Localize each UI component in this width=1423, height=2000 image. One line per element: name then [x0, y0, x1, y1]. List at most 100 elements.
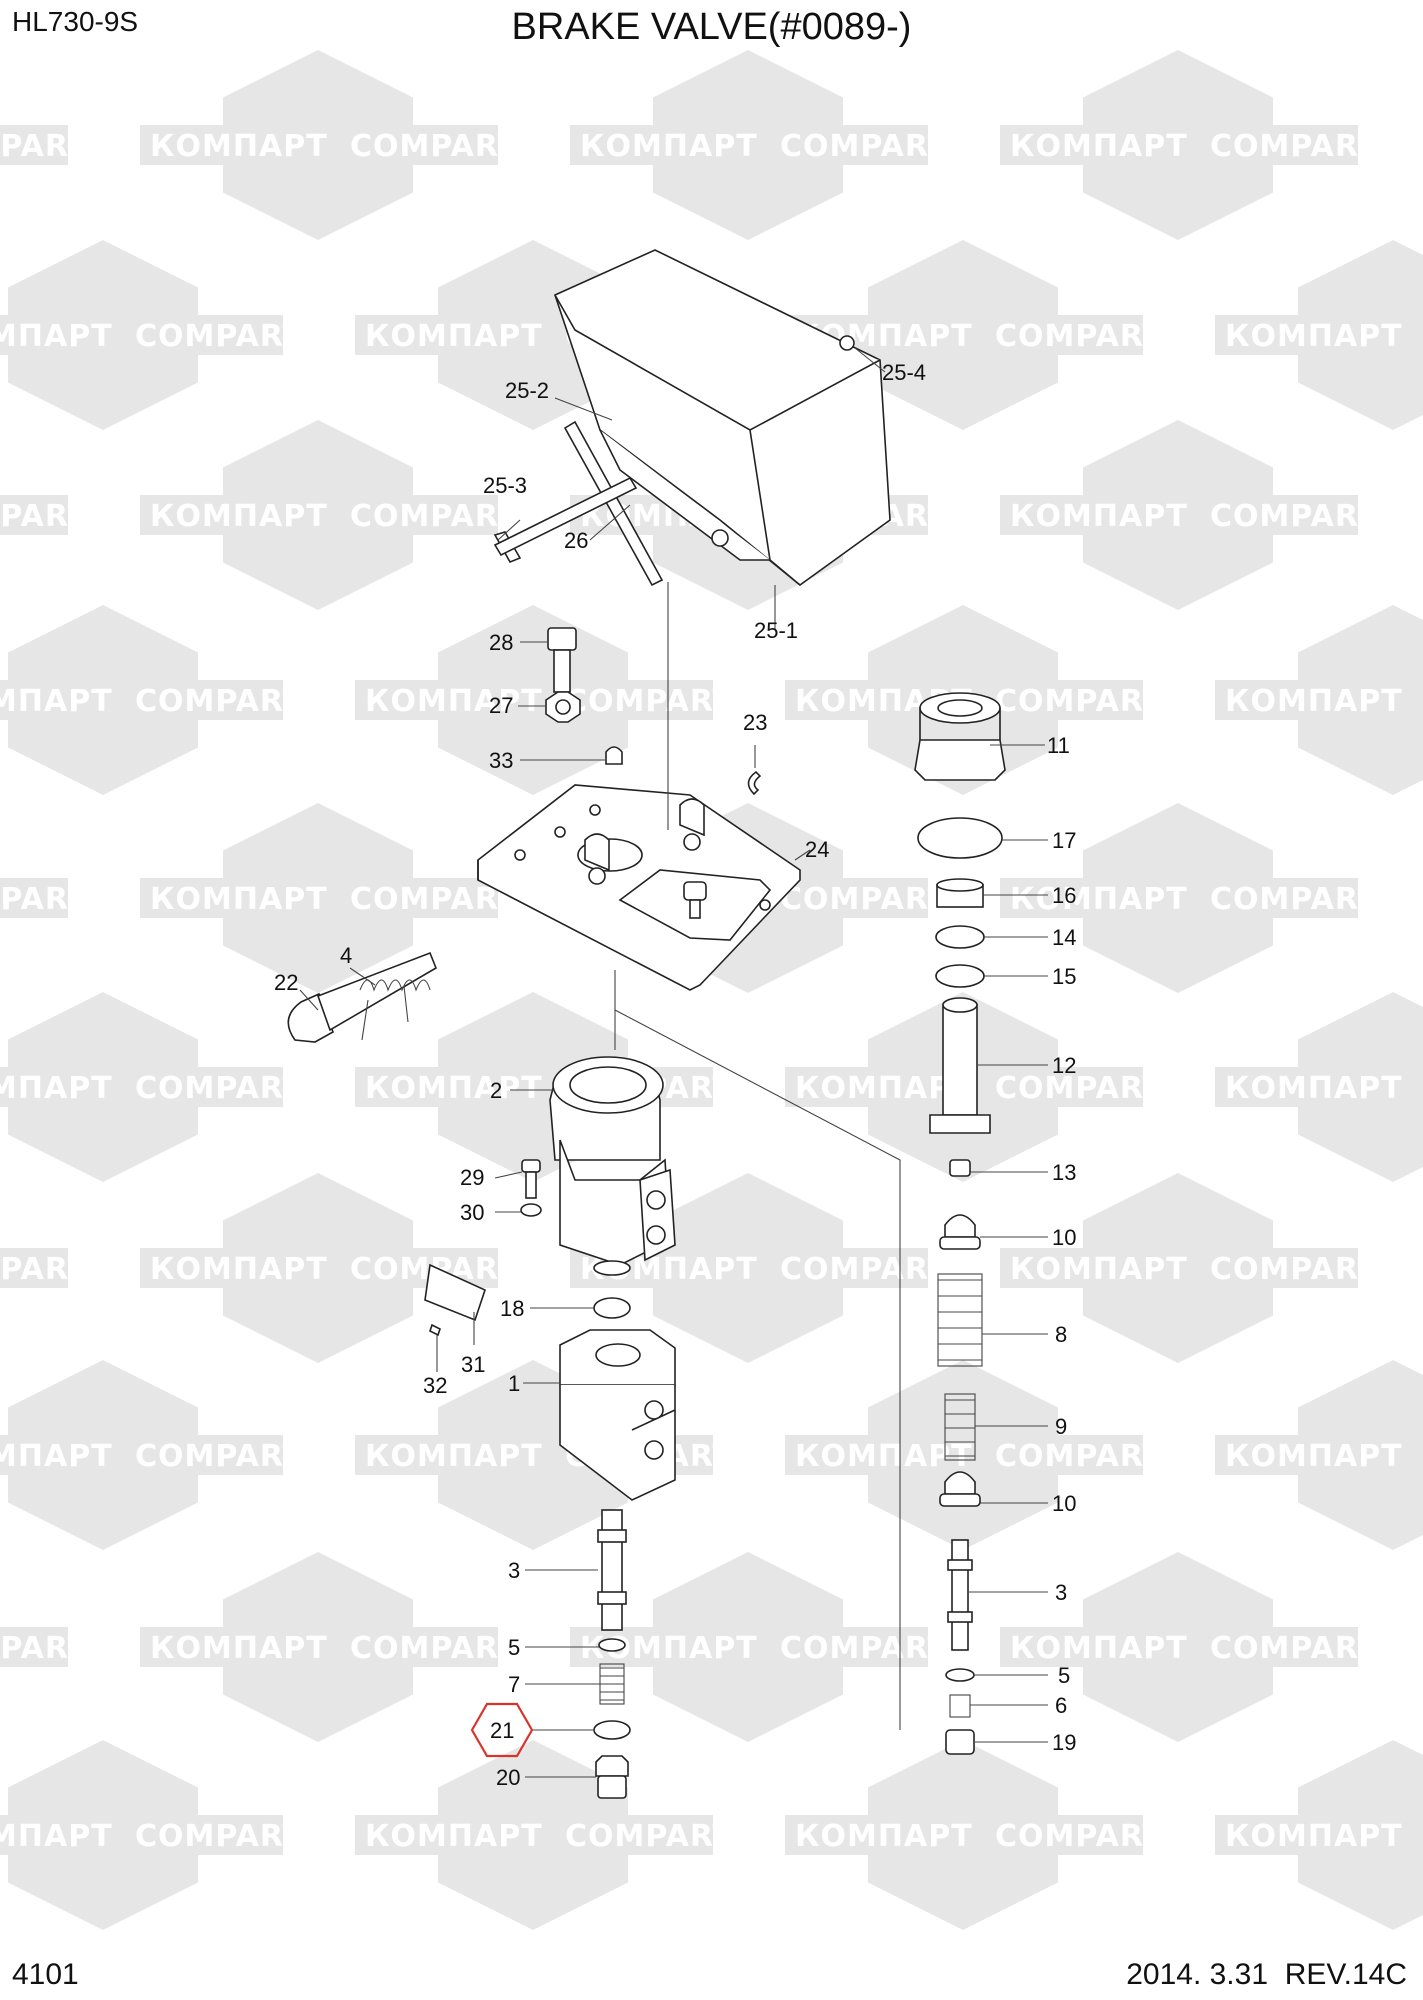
watermark-text: КОМПАРТ: [0, 684, 113, 719]
watermark-text: COMPART: [135, 684, 304, 719]
watermark-band: [570, 1627, 928, 1667]
watermark-text: КОМПАРТ: [150, 499, 328, 534]
part-label-10-upper: 10: [1052, 1225, 1076, 1250]
watermark-text: COMPART: [995, 1819, 1164, 1854]
watermark-text: КОМПАРТ: [365, 684, 543, 719]
watermark-text: COMPART: [995, 1439, 1164, 1474]
watermark-text: COMPART: [0, 1631, 89, 1666]
watermark-text: COMPART: [1210, 499, 1379, 534]
watermark-text: КОМПАРТ: [0, 319, 113, 354]
watermark-band: [140, 878, 498, 918]
watermark-band: [785, 1815, 1143, 1855]
assembly-lines: [614, 582, 901, 1730]
watermark-text: COMPART: [1210, 882, 1379, 917]
part-label-28: 28: [489, 630, 513, 655]
watermark-text: COMPART: [1210, 1252, 1379, 1287]
watermark-text: COMPART: [1210, 1631, 1379, 1666]
watermark-band: [1215, 680, 1423, 720]
watermark-text: COMPART: [350, 499, 519, 534]
mounting-plate-drawing: [477, 784, 801, 991]
watermark-band: [570, 125, 928, 165]
part-label-27: 27: [489, 693, 513, 718]
watermark-text: КОМПАРТ: [795, 1439, 973, 1474]
leader-lines: [299, 347, 1048, 1778]
part-label-3-right: 3: [1055, 1580, 1067, 1605]
upper-fasteners-drawing: [545, 627, 762, 796]
part-label-8: 8: [1055, 1322, 1067, 1347]
watermark-text: КОМПАРТ: [1010, 1631, 1188, 1666]
watermark-text: КОМПАРТ: [1010, 882, 1188, 917]
watermark-band: [355, 680, 713, 720]
watermark-band: [140, 1627, 498, 1667]
valve-lower-body-drawing: [559, 1329, 676, 1501]
page-title: BRAKE VALVE(#0089-): [511, 6, 912, 48]
watermark-text: COMPART: [350, 1631, 519, 1666]
brake-pedal-drawing: [493, 249, 891, 587]
revision-info: 2014. 3.31 REV.14C: [1126, 1958, 1407, 1992]
part-label-4: 4: [340, 943, 352, 968]
right-stack-drawing: [914, 692, 1006, 1755]
highlight-hexagon: [470, 1702, 534, 1758]
watermark-band: [0, 878, 68, 918]
watermark-text: COMPART: [565, 684, 734, 719]
part-label-29: 29: [460, 1165, 484, 1190]
watermark-text: КОМПАРТ: [150, 1631, 328, 1666]
watermark-band: [1000, 1627, 1358, 1667]
watermark-text: КОМПАРТ: [150, 129, 328, 164]
nameplate-fasteners-drawing: [424, 1159, 542, 1337]
watermark-text: COMPART: [1210, 129, 1379, 164]
watermark-text: КОМПАРТ: [1225, 319, 1403, 354]
watermark-band: [1000, 878, 1358, 918]
left-stack-drawing: [593, 1509, 631, 1799]
model-code: HL730-9S: [12, 6, 139, 37]
watermark-text: COMPART: [0, 882, 89, 917]
watermark-band: [0, 680, 283, 720]
watermark-band: [355, 1815, 713, 1855]
watermark-text: COMPART: [780, 882, 949, 917]
watermark-text: COMPART: [995, 1071, 1164, 1106]
part-label-20: 20: [496, 1765, 520, 1790]
watermark-band: [0, 495, 68, 535]
watermark-text: COMPART: [135, 1819, 304, 1854]
watermark-text: КОМПАРТ: [580, 129, 758, 164]
part-label-31: 31: [461, 1352, 485, 1377]
revision-code: REV.14C: [1284, 1958, 1407, 1991]
watermark-text: КОМПАРТ: [1225, 1071, 1403, 1106]
watermark-band: [0, 1627, 68, 1667]
part-label-24: 24: [805, 837, 829, 862]
watermark-text: КОМПАРТ: [1010, 129, 1188, 164]
watermark-text: COMPART: [995, 319, 1164, 354]
part-label-10-lower: 10: [1052, 1491, 1076, 1516]
watermark-text: COMPART: [135, 1439, 304, 1474]
part-label-30: 30: [460, 1200, 484, 1225]
part-label-16: 16: [1052, 883, 1076, 908]
watermark-text: КОМПАРТ: [1010, 499, 1188, 534]
watermark-text: COMPART: [780, 1252, 949, 1287]
part-label-7: 7: [508, 1672, 520, 1697]
watermark-band: [0, 125, 68, 165]
part-label-22: 22: [274, 970, 298, 995]
watermark-text: КОМПАРТ: [0, 1071, 113, 1106]
watermark-text: COMPART: [0, 499, 89, 534]
part-label-25-4: 25-4: [882, 360, 926, 385]
valve-upper-body-drawing: [549, 1056, 676, 1276]
watermark-band: [1215, 1435, 1423, 1475]
part-label-23: 23: [743, 710, 767, 735]
watermark-band: [0, 1435, 283, 1475]
part-label-19: 19: [1052, 1730, 1076, 1755]
part-label-2: 2: [490, 1078, 502, 1103]
revision-date: 2014. 3.31: [1126, 1958, 1269, 1991]
part-label-11: 11: [1047, 733, 1070, 758]
watermark-band: [0, 1815, 283, 1855]
part-label-17: 17: [1052, 828, 1076, 853]
watermark-text: COMPART: [780, 1631, 949, 1666]
pin-and-spring-drawing: [287, 951, 437, 1043]
part-label-15: 15: [1052, 964, 1076, 989]
watermark-text: COMPART: [565, 1819, 734, 1854]
watermark-pattern: КОМПАРТ COMPART КОМПАРТ COMPART КОМПАРТ COMPA…: [0, 50, 1423, 1930]
o-ring-18-drawing: [593, 1297, 631, 1319]
watermark-text: КОМПАРТ: [1010, 1252, 1188, 1287]
part-label-1: 1: [508, 1371, 520, 1396]
part-label-5-left: 5: [508, 1635, 520, 1660]
watermark-text: КОМПАРТ: [1225, 1439, 1403, 1474]
